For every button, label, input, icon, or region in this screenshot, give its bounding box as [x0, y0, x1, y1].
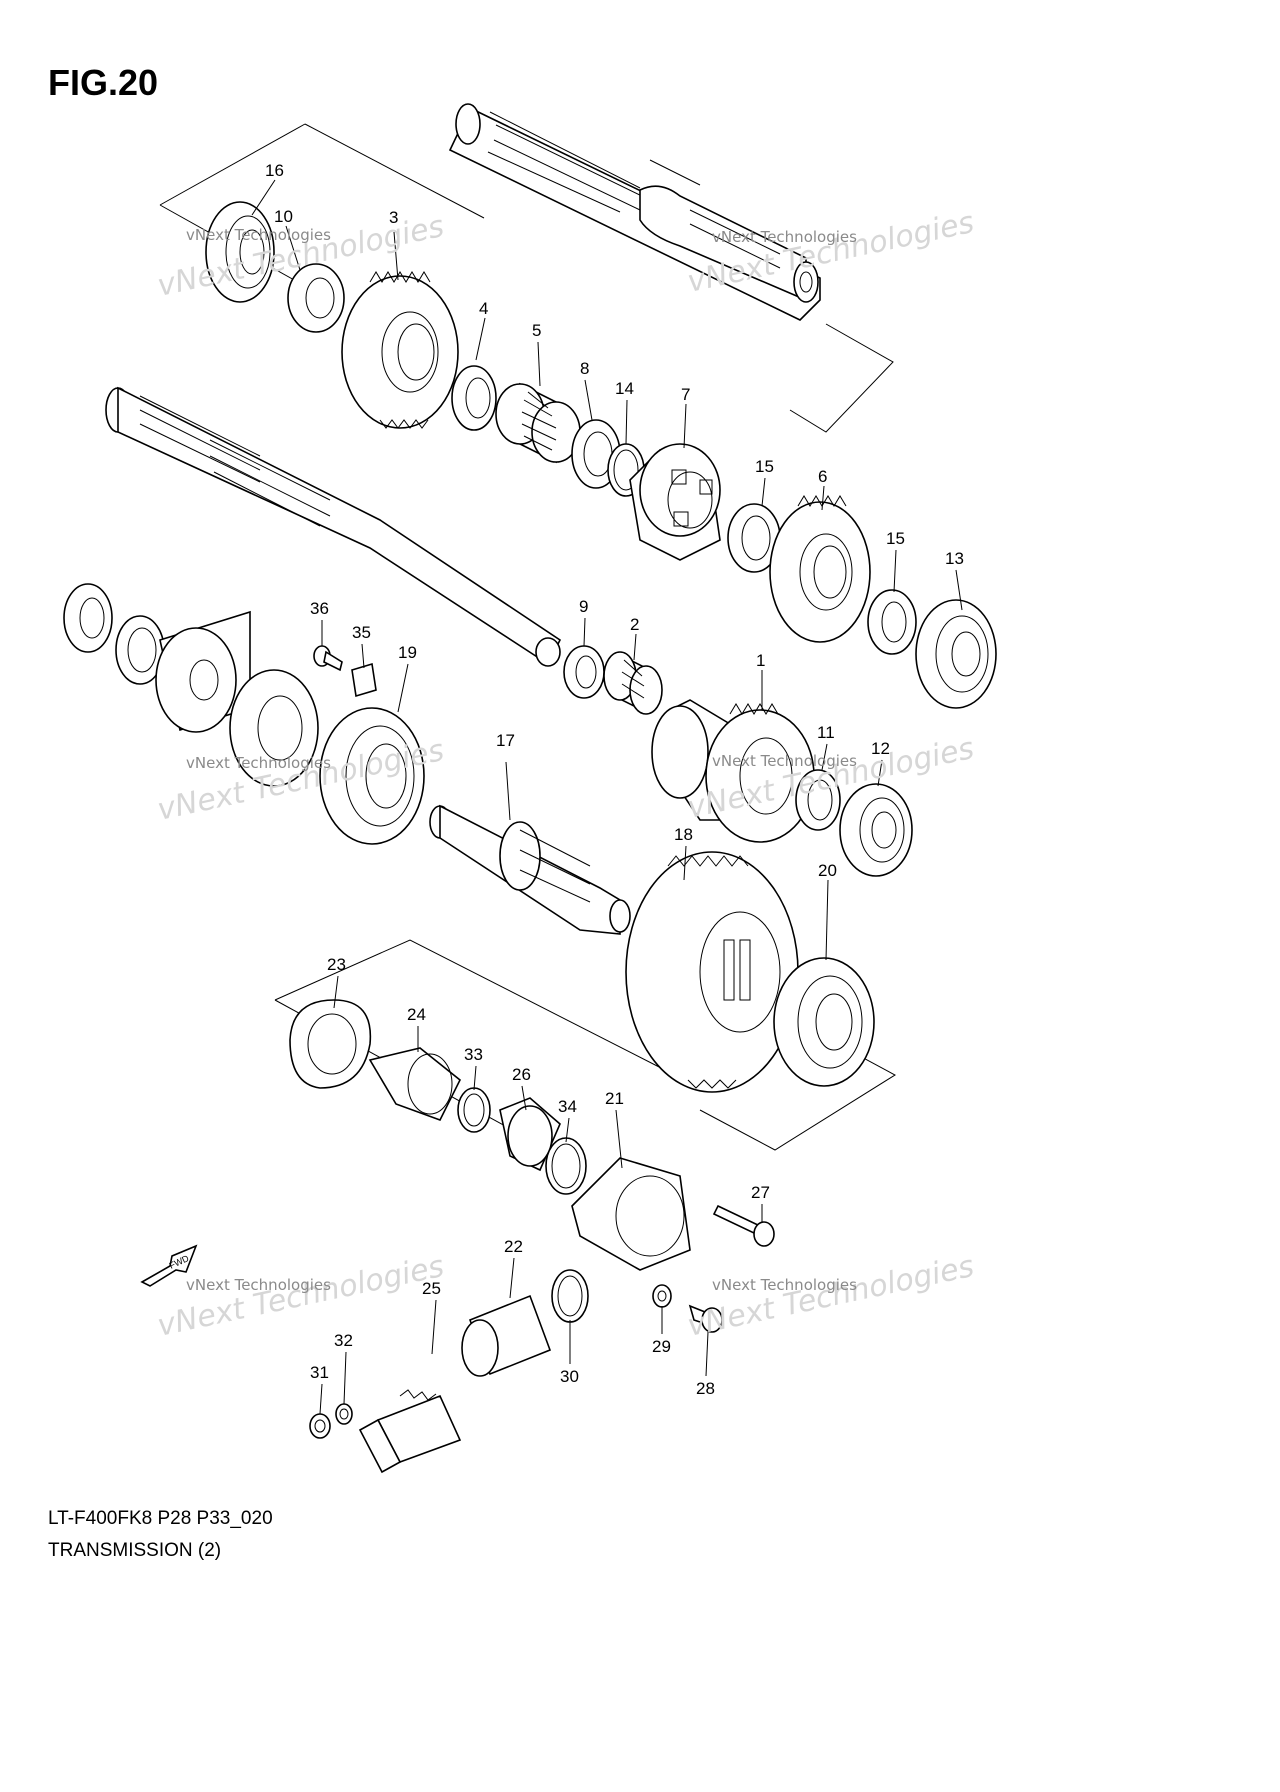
- part-32-washer: [335, 1403, 353, 1425]
- callout-25: 25: [422, 1279, 441, 1298]
- callout-29: 29: [652, 1337, 671, 1356]
- callout-10: 10: [274, 207, 293, 226]
- part-5-needle-bearing: [495, 382, 581, 464]
- section-title-caption: TRANSMISSION (2): [48, 1540, 222, 1561]
- part-11-washer: [795, 769, 841, 831]
- part-15-washer-lower: [867, 589, 917, 655]
- callout-21: 21: [605, 1089, 624, 1108]
- large-washer: [229, 669, 319, 787]
- driveshaft: [105, 386, 562, 667]
- model-code-caption: LT-F400FK8 P28 P33_020: [48, 1508, 273, 1529]
- callout-19: 19: [398, 643, 417, 662]
- callout-18: 18: [674, 825, 693, 844]
- part-28-bolt: [688, 1304, 723, 1333]
- callout-31: 31: [310, 1363, 329, 1382]
- callout-16: 16: [265, 161, 284, 180]
- part-23-gasket: [289, 999, 372, 1089]
- callout-24: 24: [407, 1005, 426, 1024]
- part-33-o-ring: [457, 1087, 491, 1133]
- callout-13: 13: [945, 549, 964, 568]
- callout-22: 22: [504, 1237, 523, 1256]
- callout-7: 7: [681, 385, 690, 404]
- watermark-large: vNext Technologies: [154, 1249, 447, 1344]
- callout-23: 23: [327, 955, 346, 974]
- callout-12: 12: [871, 739, 890, 758]
- part-9-washer: [563, 645, 605, 699]
- callout-2: 2: [630, 615, 639, 634]
- part-30-o-ring: [551, 1269, 589, 1323]
- callout-36: 36: [310, 599, 329, 618]
- watermark-bottom-right: vNext Technologies vNext Technologies: [684, 1249, 977, 1344]
- part-21-housing: [571, 1157, 691, 1271]
- part-10-washer: [287, 263, 345, 333]
- part-13-bearing: [915, 599, 997, 709]
- watermark-bottom-left: vNext Technologies vNext Technologies: [154, 1249, 447, 1344]
- part-7-shift-dog: [629, 443, 721, 561]
- part-12-bearing: [839, 783, 913, 877]
- callout-32: 32: [334, 1331, 353, 1350]
- countershaft: [448, 103, 821, 321]
- fwd-arrow-icon: FWD: [140, 1244, 198, 1287]
- part-35-plate: [351, 662, 377, 698]
- callout-4: 4: [479, 299, 488, 318]
- part-36-bolt: [313, 645, 343, 672]
- callout-35: 35: [352, 623, 371, 642]
- part-4-bushing: [451, 365, 497, 431]
- callout-9: 9: [579, 597, 588, 616]
- part-18-large-gear: [625, 851, 799, 1093]
- watermark-small: vNext Technologies: [712, 1276, 857, 1294]
- watermark-small: vNext Technologies: [712, 752, 857, 770]
- part-1-gear: [651, 699, 815, 843]
- part-16-bearing: [205, 201, 275, 303]
- callout-11: 11: [817, 723, 835, 742]
- watermark-small: vNext Technologies: [186, 1276, 331, 1294]
- callout-15b: 15: [886, 529, 905, 548]
- callout-labels: 16 10 3 4 5 8 14 7 15 6 15 13 36 35 19 9…: [265, 161, 964, 1398]
- callout-34: 34: [558, 1097, 577, 1116]
- part-2-needle-bearing: [603, 651, 663, 715]
- part-31-washer: [309, 1413, 331, 1439]
- callout-15a: 15: [755, 457, 774, 476]
- figure-title: FIG.20: [48, 62, 159, 103]
- left-cone-gear: [155, 610, 251, 733]
- callout-30: 30: [560, 1367, 579, 1386]
- callout-3: 3: [389, 208, 398, 227]
- left-seal: [63, 583, 113, 653]
- part-6-gear: [769, 495, 871, 643]
- callout-8: 8: [580, 359, 589, 378]
- part-17-output-shaft: [429, 804, 631, 935]
- callout-27: 27: [751, 1183, 770, 1202]
- part-25-driven-gear: [358, 1389, 462, 1474]
- watermark-small: vNext Technologies: [186, 754, 331, 772]
- part-29-washer: [652, 1284, 672, 1308]
- callout-6: 6: [818, 467, 827, 486]
- part-24-pinion: [368, 1047, 462, 1121]
- part-27-bolt: [712, 1204, 775, 1247]
- callout-33: 33: [464, 1045, 483, 1064]
- part-22-sleeve: [461, 1294, 552, 1377]
- watermark-small: vNext Technologies: [186, 226, 331, 244]
- watermark-large: vNext Technologies: [684, 1249, 977, 1344]
- callout-20: 20: [818, 861, 837, 880]
- callout-17: 17: [496, 731, 515, 750]
- part-20-bearing: [773, 957, 875, 1087]
- callout-5: 5: [532, 321, 541, 340]
- callout-26: 26: [512, 1065, 531, 1084]
- part-19-bearing: [319, 707, 425, 845]
- part-26-bushing: [499, 1097, 561, 1172]
- callout-14: 14: [615, 379, 634, 398]
- callout-1: 1: [756, 651, 765, 670]
- callout-28: 28: [696, 1379, 715, 1398]
- part-3-gear: [341, 271, 459, 429]
- part-34-o-ring: [545, 1137, 587, 1195]
- watermark-small: vNext Technologies: [712, 228, 857, 246]
- leader-lines: [251, 179, 963, 1415]
